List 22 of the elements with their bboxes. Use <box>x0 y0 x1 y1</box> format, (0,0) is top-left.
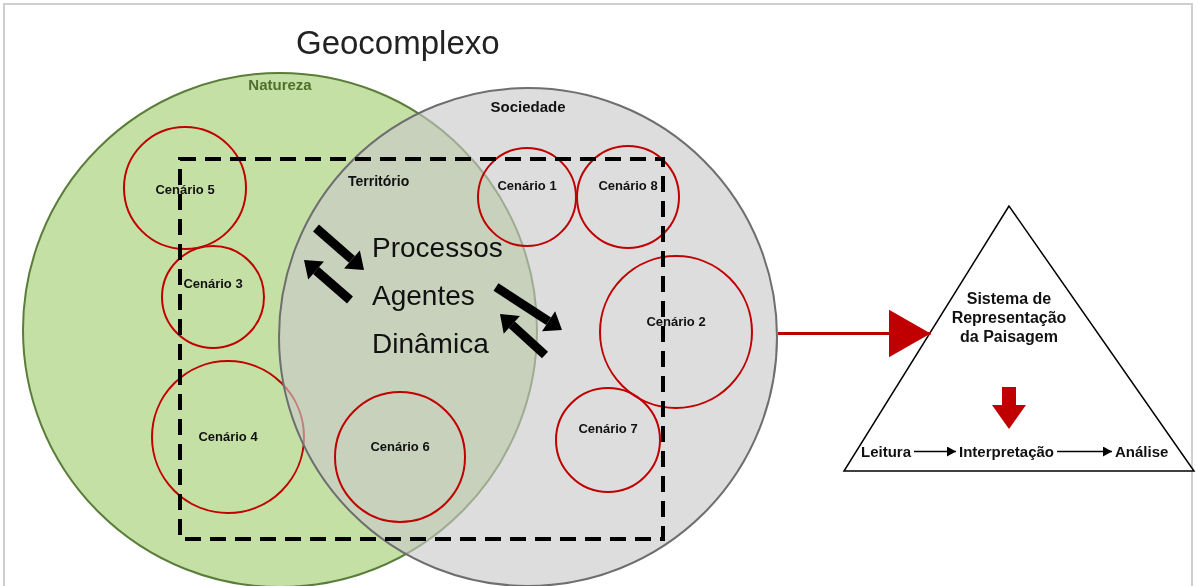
scenario-label: Cenário 6 <box>370 438 430 456</box>
circle-label: Sociedade <box>489 98 567 116</box>
scenario-label: Cenário 2 <box>646 313 706 331</box>
region-label: Território <box>348 173 411 189</box>
scenario-label: Cenário 1 <box>497 177 557 195</box>
flow-step-label: Análise <box>1115 443 1169 460</box>
scenario-label: Cenário 4 <box>197 428 259 446</box>
scenario-label: Cenário 7 <box>578 420 638 438</box>
scenario-label: Cenário 5 <box>154 181 216 199</box>
arrow <box>1056 446 1113 457</box>
scenario-label: Cenário 8 <box>598 177 658 195</box>
process-label: Dinâmica <box>372 328 489 360</box>
arrow <box>778 309 931 358</box>
flow-step-label: Interpretação <box>959 443 1055 460</box>
circle-label: Natureza <box>247 76 313 94</box>
flow-step-label: Leitura <box>861 443 911 460</box>
arrow <box>913 446 957 457</box>
process-label: Processos <box>372 232 503 264</box>
diagram-title: Geocomplexo <box>296 24 500 62</box>
triangle-heading: Sistema de Representação da Paisagem <box>950 289 1068 346</box>
scenario-label: Cenário 3 <box>183 275 243 293</box>
process-label: Agentes <box>372 280 475 312</box>
